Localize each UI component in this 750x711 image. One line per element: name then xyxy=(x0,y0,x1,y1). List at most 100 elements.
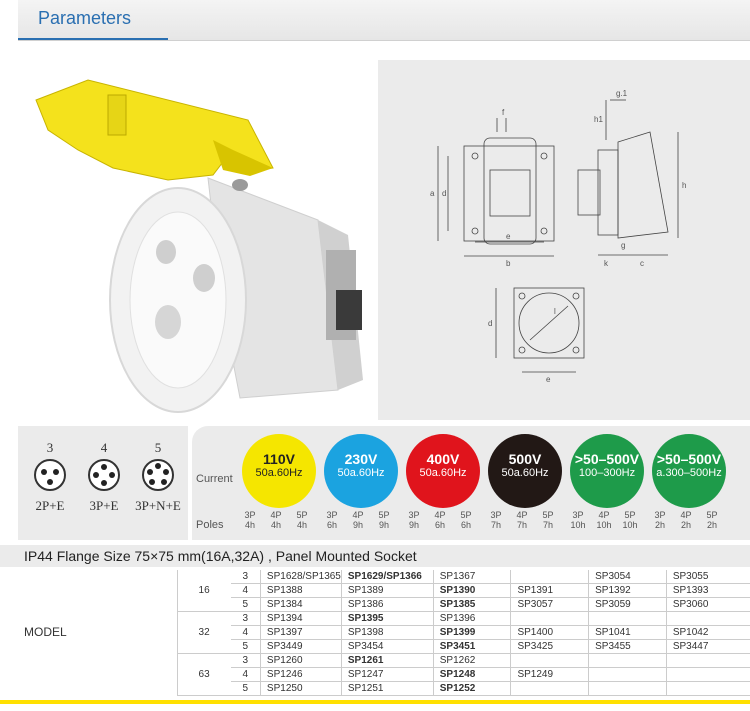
voltage-value: 500V xyxy=(508,451,542,467)
model-cell xyxy=(665,611,750,626)
pole-cell: 4 xyxy=(230,583,261,598)
dim-g: g xyxy=(621,241,625,250)
model-cell: SP1261 xyxy=(340,653,434,668)
pin-group-3: 3 2P+E xyxy=(22,426,78,514)
model-cell: SP1260 xyxy=(259,653,342,668)
model-cell: SP1400 xyxy=(510,625,589,640)
frequency-value: a.300–500Hz xyxy=(656,467,722,479)
spec-bar: IP44 Flange Size 75×75 mm(16A,32A) , Pan… xyxy=(0,545,750,567)
model-cell: SP1041 xyxy=(588,625,667,640)
model-cell: SP1392 xyxy=(588,583,667,598)
section-title: Parameters xyxy=(38,8,132,28)
model-cell: SP1394 xyxy=(259,611,342,626)
model-cell xyxy=(510,653,589,668)
dim-h1: h1 xyxy=(594,115,603,124)
pin-group-4: 4 3P+E xyxy=(76,426,132,514)
pole-cell: 5 xyxy=(230,639,261,654)
model-cell: SP1367 xyxy=(432,570,511,584)
model-cell: SP1398 xyxy=(340,625,434,640)
frequency-value: 100–300Hz xyxy=(578,467,636,479)
model-cell: SP1384 xyxy=(259,597,342,612)
pin-count: 5 xyxy=(154,440,162,455)
voltage-value: >50–500V xyxy=(574,451,640,467)
model-cell: SP1385 xyxy=(432,597,511,612)
dim-e: e xyxy=(506,232,511,241)
model-cell: SP1248 xyxy=(432,667,511,682)
model-cell: SP3060 xyxy=(665,597,750,612)
model-cell xyxy=(588,681,667,696)
pin-label: 3P+E xyxy=(89,498,119,513)
model-cell: SP1629/SP1366 xyxy=(340,570,434,584)
model-label: MODEL xyxy=(24,625,67,640)
model-cell: SP3451 xyxy=(432,639,511,654)
amp-cell: 63 xyxy=(176,653,231,696)
dim-a: a xyxy=(430,189,435,198)
model-cell xyxy=(665,667,750,682)
voltage-value: 110V xyxy=(263,451,295,467)
voltage-value: 230V xyxy=(344,451,378,467)
pin-label: 3P+N+E xyxy=(135,498,181,513)
socket-illustration xyxy=(35,79,363,413)
model-cell xyxy=(510,611,589,626)
amp-cell: 16 xyxy=(176,570,231,612)
pin-diagram-icon xyxy=(34,459,66,491)
model-cell xyxy=(588,667,667,682)
model-cell: SP3449 xyxy=(259,639,342,654)
frequency-value: 50a.60Hz xyxy=(255,467,303,479)
pin-count: 3 xyxy=(46,440,54,455)
model-cell: SP1246 xyxy=(259,667,342,682)
model-cell: SP3057 xyxy=(510,597,589,612)
model-cell: SP3425 xyxy=(510,639,589,654)
model-cell: SP1251 xyxy=(340,681,434,696)
pole-cell: 4 xyxy=(230,625,261,640)
frequency-value: 50a.60Hz xyxy=(419,467,467,479)
model-cell xyxy=(665,653,750,668)
model-cell xyxy=(665,681,750,696)
model-cell: SP1247 xyxy=(340,667,434,682)
poles-label: Poles xyxy=(196,519,224,531)
model-cell: SP3059 xyxy=(588,597,667,612)
model-cell: SP1250 xyxy=(259,681,342,696)
model-cell: SP1391 xyxy=(510,583,589,598)
product-photo xyxy=(18,60,372,420)
pin-diagram-icon xyxy=(142,459,174,491)
dim-b: b xyxy=(506,259,511,268)
section-header: Parameters xyxy=(18,0,750,41)
model-cell xyxy=(510,570,589,584)
dim-g1: g.1 xyxy=(616,89,628,98)
technical-drawing: a d e b f g.1 h1 h g k c d l e xyxy=(378,60,750,420)
model-cell: SP1389 xyxy=(340,583,434,598)
model-cell: SP1396 xyxy=(432,611,511,626)
accent-bar xyxy=(0,700,750,704)
model-cell: SP1386 xyxy=(340,597,434,612)
model-cell: SP1388 xyxy=(259,583,342,598)
model-cell: SP3055 xyxy=(665,570,750,584)
model-cell: SP3454 xyxy=(340,639,434,654)
